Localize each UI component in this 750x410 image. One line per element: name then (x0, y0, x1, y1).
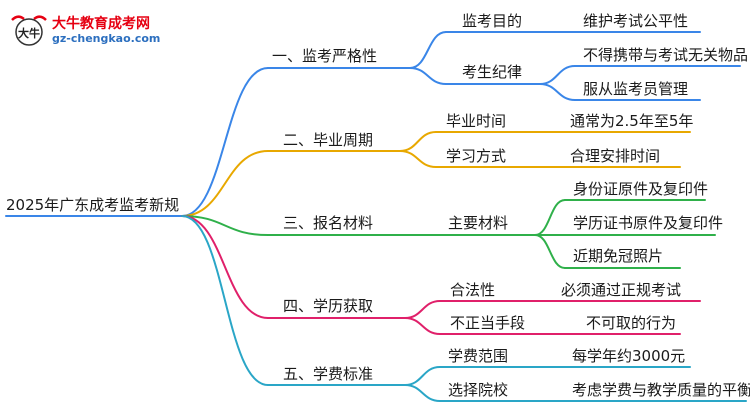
branch-5-leaf-1: 每学年约3000元 (572, 347, 686, 365)
branch-4-label: 四、学历获取 (283, 297, 374, 315)
branch-2-child-1: 毕业时间 (446, 112, 507, 130)
branch-2-to-child-2 (399, 150, 437, 168)
branch-3-leaf-3: 近期免冠照片 (573, 247, 664, 265)
branch-2-trunk (181, 150, 269, 217)
branch-1-to-child-1 (409, 31, 447, 69)
branch-5-to-child-2 (404, 384, 441, 402)
branch-1-trunk (181, 67, 269, 217)
branch-4-leaf-2: 不可取的行为 (586, 314, 677, 332)
branch-4-trunk (181, 215, 269, 319)
branch-4-to-child-2 (404, 317, 441, 335)
bull-logo-icon: 大牛 (11, 15, 47, 46)
branch-3-label: 三、报名材料 (283, 214, 374, 232)
branch-2-child-2: 学习方式 (446, 147, 507, 165)
logo-site-name: 大牛教育成考网 (52, 16, 150, 32)
branch-1-child-2: 考生纪律 (462, 63, 523, 81)
branch-1-leaf-3: 服从监考员管理 (583, 80, 689, 98)
branch-4-to-child-1 (404, 300, 441, 319)
branch-2-label: 二、毕业周期 (283, 131, 374, 149)
branch-1-leaf-2: 不得携带与考试无关物品 (583, 46, 749, 64)
branch-5-label: 五、学费标准 (283, 365, 374, 383)
branch-3-child-1: 主要材料 (448, 214, 509, 232)
branch-3-child-to-leaf-3 (534, 234, 566, 269)
branch-4-child-1: 合法性 (450, 281, 496, 299)
branch-5-child-1: 学费范围 (448, 347, 509, 365)
branch-1-child-2-to-leaf-3 (539, 83, 576, 101)
branch-4-child-2: 不正当手段 (450, 314, 526, 332)
branch-2-leaf-1: 通常为2.5年至5年 (570, 112, 694, 130)
branch-5-child-2: 选择院校 (448, 381, 509, 399)
branch-1-label: 一、监考严格性 (272, 47, 378, 65)
branch-1-child-2-to-leaf-2 (539, 65, 576, 85)
branch-3-trunk (181, 215, 269, 236)
branch-1-child-1: 监考目的 (462, 12, 523, 30)
branch-3-leaf-2: 学历证书原件及复印件 (573, 214, 724, 232)
branch-1-leaf-1: 维护考试公平性 (583, 12, 689, 30)
root-node: 2025年广东成考监考新规 (6, 196, 180, 214)
branch-1-to-child-2 (409, 67, 447, 85)
branch-3-child-to-leaf-1 (534, 199, 566, 236)
branch-3-leaf-1: 身份证原件及复印件 (573, 180, 709, 198)
branch-5-to-child-1 (404, 366, 441, 386)
logo-mark-text: 大牛 (18, 26, 40, 40)
logo-site-url: gz-chengkao.com (52, 32, 161, 45)
branch-2-leaf-2: 合理安排时间 (570, 147, 661, 165)
branch-5-leaf-2: 考虑学费与教学质量的平衡 (572, 381, 750, 399)
branch-4-leaf-1: 必须通过正规考试 (561, 281, 682, 299)
branch-2-to-child-1 (399, 131, 437, 152)
branch-5-trunk (181, 215, 269, 386)
site-logo: 大牛 大牛教育成考网 gz-chengkao.com (6, 10, 176, 50)
